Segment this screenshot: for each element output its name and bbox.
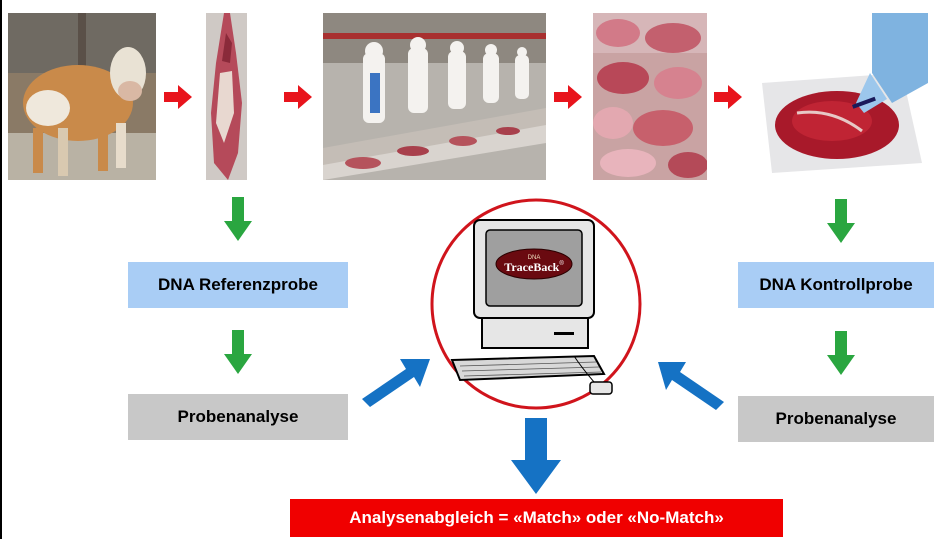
traceback-logo: DNA TraceBack ®: [496, 249, 572, 279]
reference-sample-label: DNA Referenzprobe: [158, 275, 318, 294]
analysis-left-label: Probenanalyse: [177, 407, 299, 426]
logo-reg-mark: ®: [559, 261, 564, 267]
logo-main-text: TraceBack: [504, 260, 560, 274]
down-arrow-left-bottom: [224, 330, 252, 374]
to-result-arrow: [511, 418, 561, 494]
to-computer-arrow-right: [656, 358, 728, 412]
computer-circle: [424, 196, 648, 420]
down-arrow-right-top: [827, 199, 855, 243]
chain-arrow-3: [554, 85, 582, 109]
reference-sample-box: DNA Referenzprobe: [128, 262, 348, 308]
logo-small-text: DNA: [527, 255, 541, 261]
meat-counter-photo: [593, 13, 707, 180]
carcass-photo: [206, 13, 247, 180]
down-arrow-left-top: [224, 197, 252, 241]
cow-photo: [8, 13, 156, 180]
steak-sample-photo: [752, 13, 928, 180]
chain-arrow-2: [284, 85, 312, 109]
analysis-right-box: Probenanalyse: [738, 396, 934, 442]
result-box: Analysenabgleich = «Match» oder «No-Matc…: [290, 499, 783, 537]
analysis-left-box: Probenanalyse: [128, 394, 348, 440]
control-sample-label: DNA Kontrollprobe: [759, 275, 913, 294]
to-computer-arrow-left: [358, 355, 432, 409]
result-label: Analysenabgleich = «Match» oder «No-Matc…: [349, 508, 724, 527]
chain-arrow-1: [164, 85, 192, 109]
chain-arrow-4: [714, 85, 742, 109]
processing-line-photo: [323, 13, 546, 180]
analysis-right-label: Probenanalyse: [775, 409, 897, 428]
control-sample-box: DNA Kontrollprobe: [738, 262, 934, 308]
left-edge-line: [0, 0, 2, 539]
down-arrow-right-bottom: [827, 331, 855, 375]
